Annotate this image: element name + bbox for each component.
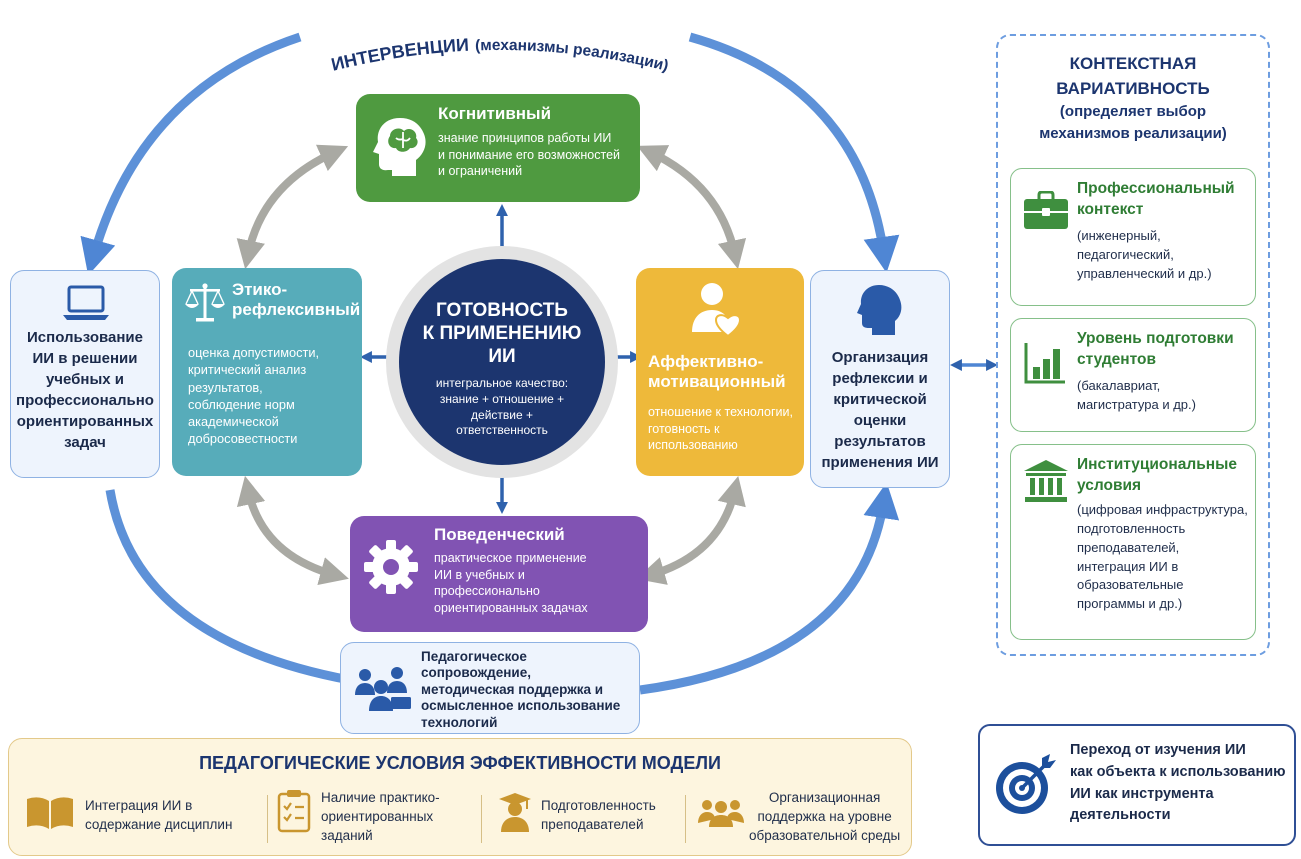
behavioral-desc: практическое применение ИИ в учебных и п… bbox=[434, 551, 588, 615]
conditions-divider-2 bbox=[481, 795, 482, 843]
gear-icon bbox=[364, 540, 418, 594]
intervention-box-usage: Использование ИИ в решении учебных и про… bbox=[10, 270, 160, 478]
laptop-icon bbox=[63, 285, 109, 320]
ethical-card: Этико- рефлексивный оценка допустимости,… bbox=[172, 268, 362, 476]
behavioral-card: Поведенческий практическое применение ИИ… bbox=[350, 516, 648, 632]
intervention-box-support: Педагогическое сопровождение, методическ… bbox=[340, 642, 640, 734]
link-cognitive-ethical bbox=[236, 144, 349, 270]
cognitive-card: Когнитивный знание принципов работы ИИ и… bbox=[356, 94, 640, 202]
head-silhouette-icon bbox=[857, 285, 902, 335]
level-title: Уровень подготовки студентов bbox=[1077, 330, 1234, 368]
link-ethical-behavioral bbox=[236, 475, 349, 586]
scales-icon bbox=[185, 283, 225, 322]
condition-organizational: Организационная поддержка на уровне обра… bbox=[749, 790, 901, 843]
context-header: КОНТЕКСТНАЯ ВАРИАТИВНОСТЬ (определяет вы… bbox=[1039, 54, 1227, 143]
behavioral-title: Поведенческий bbox=[434, 525, 565, 544]
person-heart-icon bbox=[692, 283, 742, 338]
target-icon bbox=[996, 754, 1056, 814]
ring-arc-bottom-left bbox=[105, 489, 351, 685]
ring-title: ИНТЕРВЕНЦИИ(механизмы реализации) bbox=[329, 35, 670, 75]
center-circle bbox=[399, 259, 605, 465]
bar-chart-icon bbox=[1024, 343, 1065, 384]
intervention-box-reflection: Организация рефлексии и критической оцен… bbox=[810, 270, 950, 488]
context-item-institutional: Институциональные условия (цифровая инфр… bbox=[1010, 444, 1256, 640]
professional-desc: (инженерный, педагогический, управленчес… bbox=[1077, 228, 1212, 281]
link-affective-behavioral bbox=[636, 475, 746, 585]
institutional-desc: (цифровая инфраструктура, подготовленнос… bbox=[1077, 502, 1248, 612]
conditions-divider-3 bbox=[685, 795, 686, 843]
ethical-title: Этико- рефлексивный bbox=[232, 280, 361, 320]
level-desc: (бакалавриат, магистратура и др.) bbox=[1077, 378, 1196, 412]
context-item-professional: Профессиональный контекст (инженерный, п… bbox=[1010, 168, 1256, 306]
usage-text: Использование ИИ в решении учебных и про… bbox=[16, 329, 154, 451]
ethical-desc: оценка допустимости, критический анализ … bbox=[188, 345, 320, 447]
intervention-ring bbox=[80, 32, 900, 695]
condition-teachers: Подготовленность преподавателей bbox=[541, 798, 656, 832]
people-icon bbox=[698, 800, 744, 827]
link-cognitive-affective bbox=[636, 145, 747, 270]
teacher-icon bbox=[499, 793, 531, 832]
reflection-text: Организация рефлексии и критической оцен… bbox=[821, 349, 939, 471]
cognitive-title: Когнитивный bbox=[438, 104, 552, 123]
center-title: ГОТОВНОСТЬ К ПРИМЕНЕНИЮ ИИ bbox=[422, 300, 582, 367]
context-item-level: Уровень подготовки студентов (бакалавриа… bbox=[1010, 318, 1256, 432]
goal-text: Переход от изучения ИИ как объекта к исп… bbox=[1070, 742, 1286, 824]
professional-title: Профессиональный контекст bbox=[1077, 180, 1235, 218]
component-links bbox=[236, 144, 747, 586]
cognitive-desc: знание принципов работы ИИ и понимание е… bbox=[438, 131, 621, 178]
affective-card: Аффективно- мотивационный отношение к те… bbox=[636, 268, 804, 476]
condition-integration: Интеграция ИИ в содержание дисциплин bbox=[85, 798, 233, 832]
head-brain-icon bbox=[373, 118, 426, 176]
goal-box: Переход от изучения ИИ как объекта к исп… bbox=[978, 724, 1296, 846]
ring-arc-bottom-right bbox=[639, 482, 900, 695]
affective-title: Аффективно- мотивационный bbox=[648, 352, 786, 392]
support-text: Педагогическое сопровождение, методическ… bbox=[421, 649, 621, 730]
context-panel: КОНТЕКСТНАЯ ВАРИАТИВНОСТЬ (определяет вы… bbox=[996, 34, 1270, 656]
affective-desc: отношение к технологии, готовность к исп… bbox=[648, 405, 793, 452]
briefcase-icon bbox=[1024, 191, 1068, 229]
institutional-title: Институциональные условия bbox=[1077, 456, 1237, 494]
institution-icon bbox=[1024, 460, 1068, 502]
conditions-title: ПЕДАГОГИЧЕСКИЕ УСЛОВИЯ ЭФФЕКТИВНОСТИ МОД… bbox=[199, 753, 721, 773]
ring-arc-top-left bbox=[80, 32, 302, 276]
condition-practical-tasks: Наличие практико- ориентированных задани… bbox=[321, 790, 440, 843]
clipboard-icon bbox=[277, 790, 311, 833]
conditions-divider-1 bbox=[267, 795, 268, 843]
conditions-panel: ПЕДАГОГИЧЕСКИЕ УСЛОВИЯ ЭФФЕКТИВНОСТИ МОД… bbox=[8, 738, 912, 856]
center-content: ГОТОВНОСТЬ К ПРИМЕНЕНИЮ ИИ интегральное … bbox=[400, 300, 604, 439]
ring-arc-left-lower bbox=[135, 500, 350, 660]
ring-arc-top-right bbox=[688, 32, 900, 273]
ring-arc-inner-bottom-left bbox=[120, 490, 340, 660]
group-icon bbox=[355, 667, 411, 711]
book-icon bbox=[27, 797, 73, 829]
center-desc: интегральное качество: знание + отношени… bbox=[435, 376, 569, 438]
